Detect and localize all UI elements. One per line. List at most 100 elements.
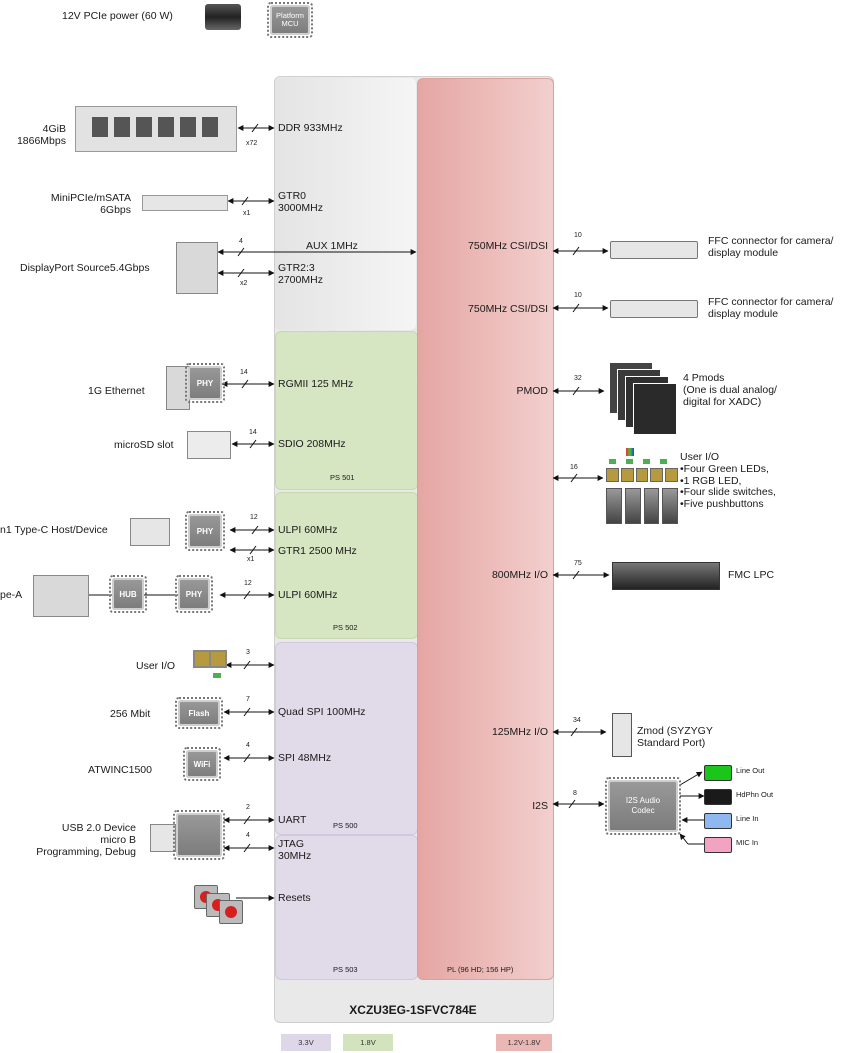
csi1-right: FFC connector for camera/ display module xyxy=(708,235,834,260)
wifi-chip: WiFi xyxy=(183,747,221,781)
jtag-port: JTAG 30MHz xyxy=(278,838,312,863)
uart-port: UART xyxy=(278,814,307,826)
slide-switch-icons xyxy=(606,488,678,524)
microsd-slot-icon xyxy=(187,431,231,459)
csi1-width: 10 xyxy=(574,232,582,239)
audio-jack-label: Line Out xyxy=(736,766,765,775)
usb2-label: USB 2.0 Device micro B Programming, Debu… xyxy=(36,822,136,859)
wifi-chip-label: WiFi xyxy=(193,759,211,769)
typec-phy-label: PHY xyxy=(196,526,214,536)
sata-width: x1 xyxy=(243,210,251,217)
sd-label: microSD slot xyxy=(114,439,174,451)
sd-width: 14 xyxy=(249,429,257,436)
legend-swatch: 3.3V xyxy=(281,1034,331,1051)
audio-jack-icon xyxy=(704,789,732,805)
typec-ulpi-port: ULPI 60MHz xyxy=(278,524,338,536)
ps-bank-500 xyxy=(275,642,418,835)
pl-uio-width: 16 xyxy=(570,464,578,471)
zmod-port: 125MHz I/O xyxy=(491,726,548,738)
typec-phy-chip: PHY xyxy=(185,511,225,551)
pmod-port: PMOD xyxy=(516,385,549,397)
dp-width-gtr: x2 xyxy=(240,280,248,287)
eth-width: 14 xyxy=(240,369,248,376)
power-jack-icon xyxy=(205,4,241,30)
csi2-port: 750MHz CSI/DSI xyxy=(468,303,548,315)
typea-connector-icon xyxy=(33,575,89,617)
ps-uio-width: 3 xyxy=(246,649,250,656)
flash-label: 256 Mbit xyxy=(110,708,151,720)
audio-jack-label: HdPhn Out xyxy=(736,790,774,799)
platform-mcu-chip: Platform MCU xyxy=(267,2,313,38)
ddr-module-icon xyxy=(75,106,237,152)
eth-phy-chip: PHY xyxy=(185,363,225,403)
qspi-port: Quad SPI 100MHz xyxy=(278,706,366,718)
dp-aux-port: AUX 1MHz xyxy=(306,240,358,252)
fmc-width: 75 xyxy=(574,560,582,567)
gtr1-width: x1 xyxy=(247,556,255,563)
jtag-width: 4 xyxy=(246,832,250,839)
i2s-port: I2S xyxy=(532,800,548,812)
microb-connector-icon xyxy=(150,824,176,852)
fmc-port: 800MHz I/O xyxy=(491,569,548,581)
audio-jack-label: MIC In xyxy=(736,838,759,847)
displayport-connector-icon xyxy=(176,242,218,294)
typea-width: 12 xyxy=(244,580,252,587)
ffc-connector-icon-2 xyxy=(610,300,698,318)
sd-port: SDIO 208MHz xyxy=(278,438,346,450)
chip-name: XCZU3EG-1SFVC784E xyxy=(349,1003,477,1017)
audio-jack-icon xyxy=(704,813,732,829)
pmod-icon-4 xyxy=(633,383,677,435)
ps501-label: PS 501 xyxy=(330,473,355,482)
zmod-width: 34 xyxy=(573,717,581,724)
pl-bank-label: PL (96 HD; 156 HP) xyxy=(447,965,514,974)
ps-bank-501 xyxy=(275,331,418,490)
ddr-width: x72 xyxy=(246,140,258,147)
pl-uio-right: User I/O •Four Green LEDs, •1 RGB LED, •… xyxy=(680,451,776,510)
legend-swatch: 1.2V-1.8V xyxy=(496,1034,552,1051)
ps503-label: PS 503 xyxy=(333,965,358,974)
flash-chip: Flash xyxy=(175,697,223,729)
msata-connector-icon xyxy=(142,195,228,211)
spi-port: SPI 48MHz xyxy=(278,752,332,764)
zmod-connector-icon xyxy=(612,713,632,757)
legend-swatch: 1.8V xyxy=(343,1034,393,1051)
mcu-label: Platform MCU xyxy=(276,10,304,28)
typec-connector-icon xyxy=(130,518,170,546)
gtr1-port: GTR1 2500 MHz xyxy=(278,545,357,557)
ps-uio-label: User I/O xyxy=(136,660,176,672)
ps502-label: PS 502 xyxy=(333,623,358,632)
ps-led-icon xyxy=(213,673,221,678)
ps-bank-502 xyxy=(275,492,418,639)
usb-uart-jtag-chip xyxy=(173,810,225,860)
typea-label: pe-A xyxy=(0,589,23,601)
typec-width: 12 xyxy=(250,514,258,521)
reset-button-icon-3 xyxy=(219,900,243,924)
audio-jack-label: Line In xyxy=(736,814,759,823)
wifi-width: 4 xyxy=(246,742,250,749)
zmod-right: Zmod (SYZYGY Standard Port) xyxy=(637,725,713,750)
csi1-port: 750MHz CSI/DSI xyxy=(468,240,548,252)
audio-jack-icon xyxy=(704,765,732,781)
eth-label: 1G Ethernet xyxy=(88,385,145,397)
audio-codec-chip: I2S Audio Codec xyxy=(605,777,681,835)
pmod-width: 32 xyxy=(574,375,582,382)
typec-label: n1 Type-C Host/Device xyxy=(0,524,108,536)
typea-phy-label: PHY xyxy=(185,589,203,599)
rgb-led-icon xyxy=(626,448,634,456)
pl-bank xyxy=(417,78,554,980)
sata-port: GTR0 3000MHz xyxy=(278,190,323,215)
typea-port: ULPI 60MHz xyxy=(278,589,338,601)
power-label: 12V PCIe power (60 W) xyxy=(62,10,173,22)
hub-label: HUB xyxy=(119,589,137,599)
fmc-right: FMC LPC xyxy=(728,569,775,581)
ps-button-icon-2 xyxy=(209,650,227,668)
ddr-port: DDR 933MHz xyxy=(278,122,343,134)
codec-label: I2S Audio Codec xyxy=(625,796,661,815)
audio-jack-icon xyxy=(704,837,732,853)
eth-port: RGMII 125 MHz xyxy=(278,378,354,390)
sata-label: MiniPCIe/mSATA 6Gbps xyxy=(50,192,131,217)
fmc-connector-icon xyxy=(612,562,720,590)
resets-port: Resets xyxy=(278,892,311,904)
flash-chip-label: Flash xyxy=(188,708,210,718)
